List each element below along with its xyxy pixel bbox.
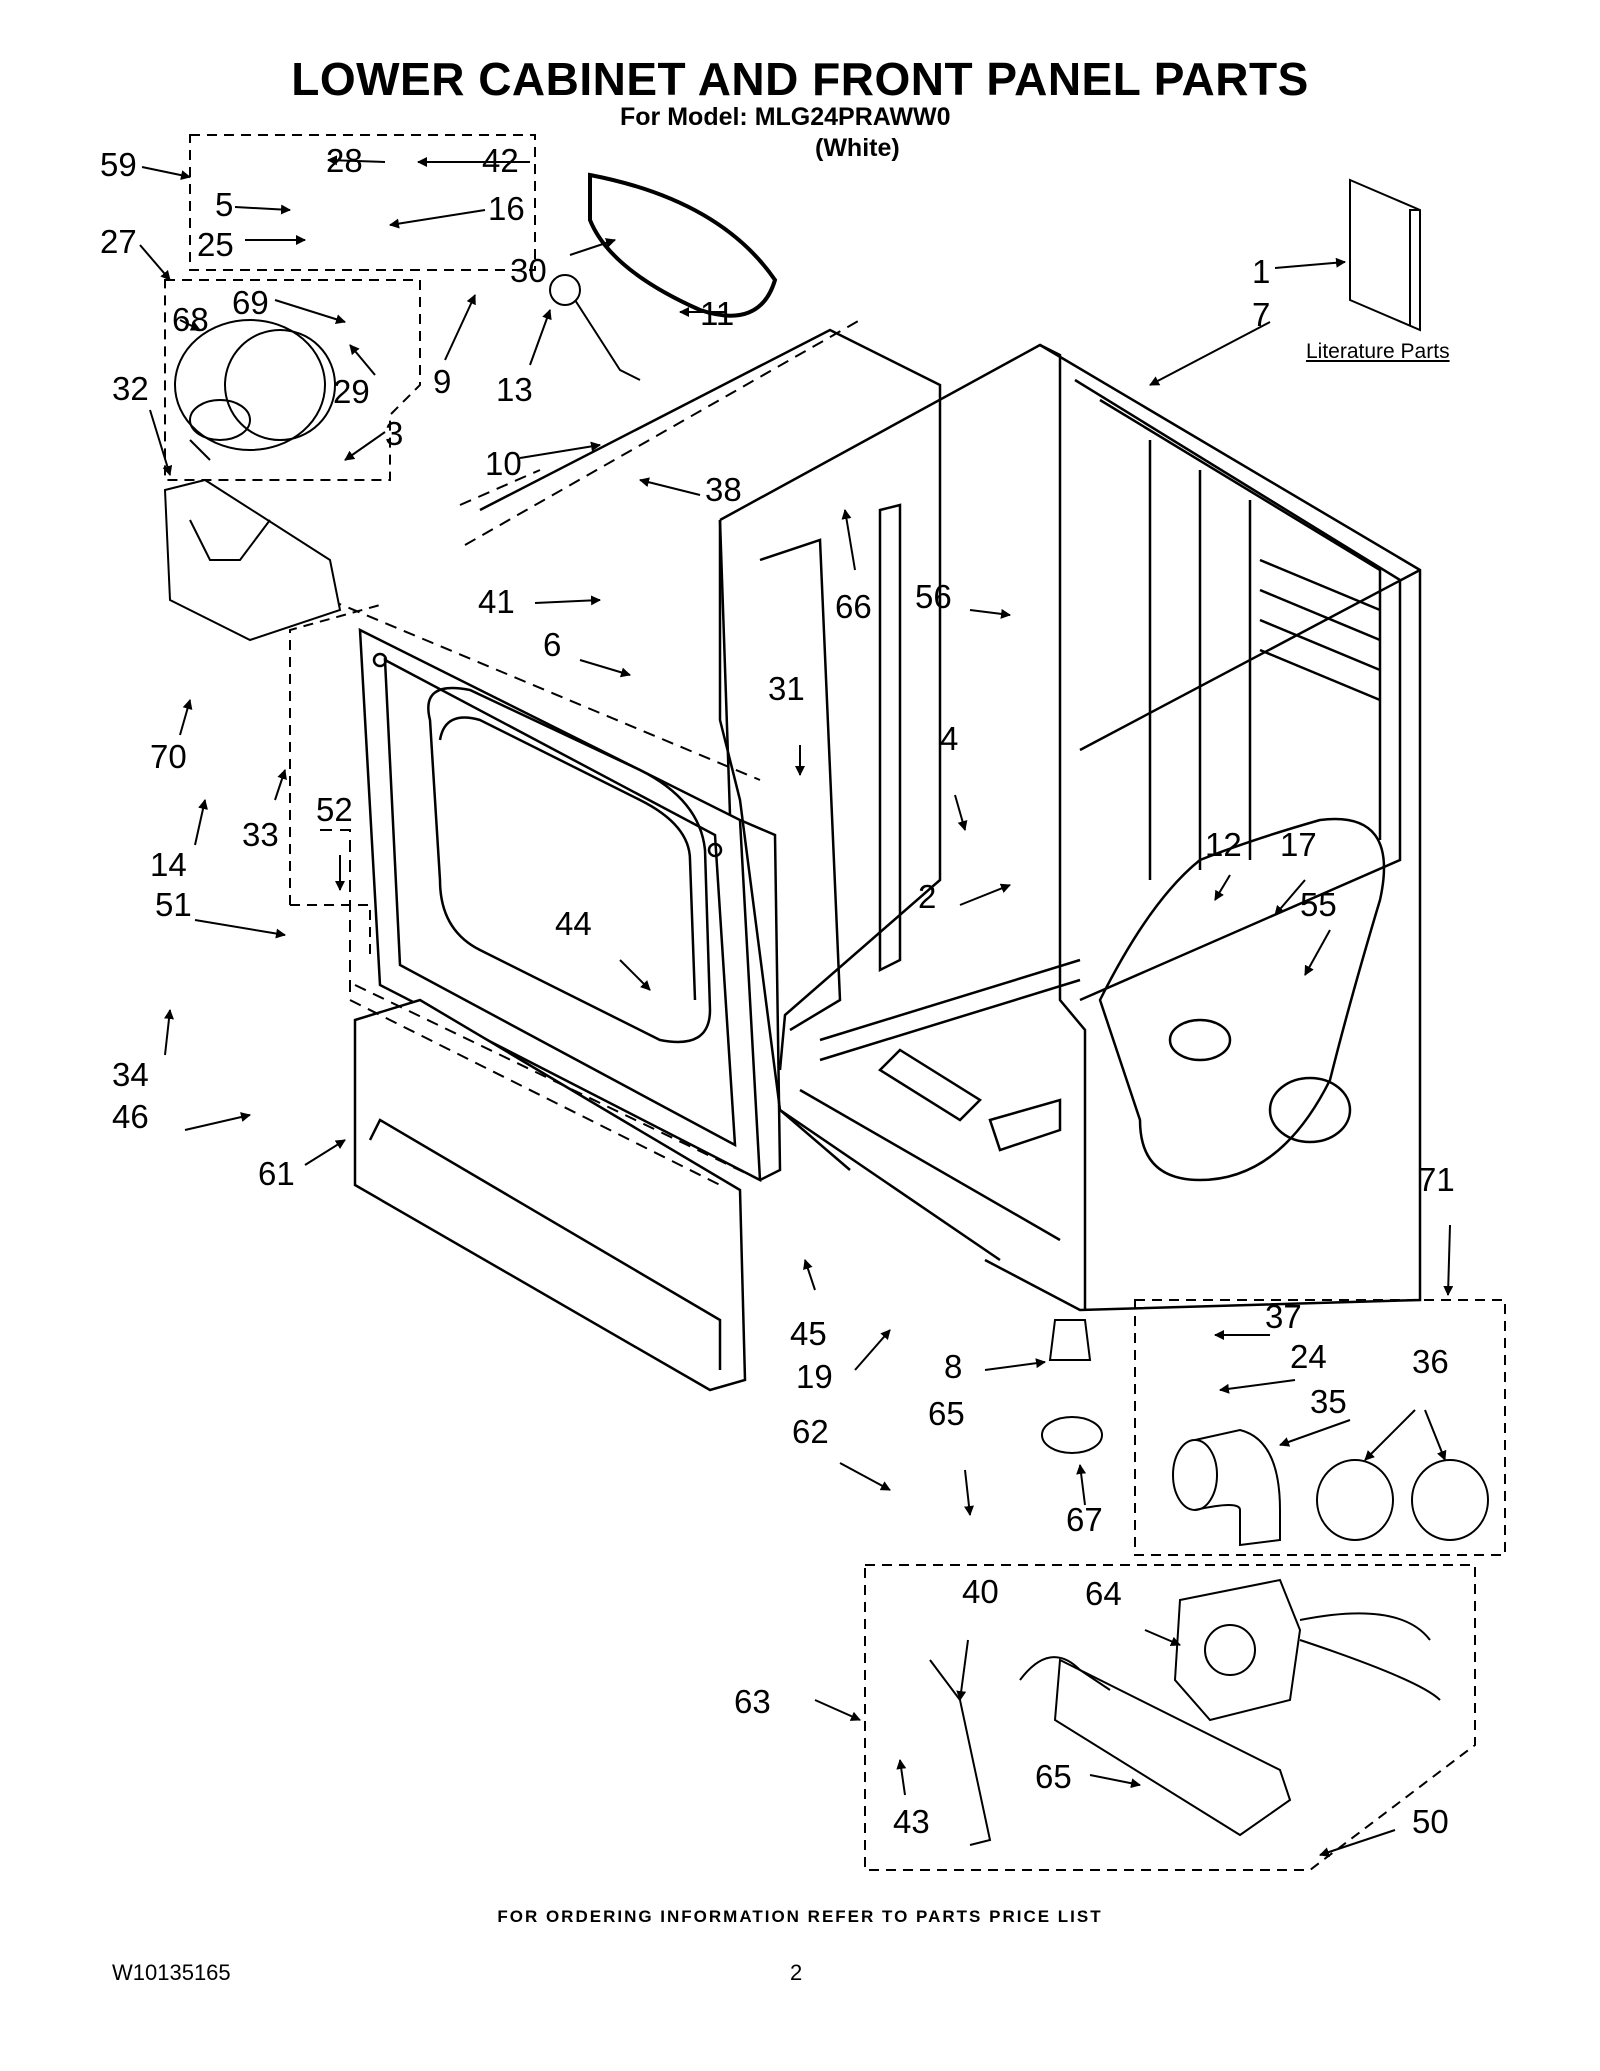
callout-45: 45	[790, 1315, 827, 1352]
callout-32: 32	[112, 370, 149, 407]
callout-69: 69	[232, 284, 269, 321]
leveling-foot	[1041, 1319, 1103, 1454]
callout-9: 9	[433, 363, 452, 400]
callout-14: 14	[150, 846, 187, 883]
callout-71: 71	[1418, 1161, 1455, 1198]
callout-34: 34	[112, 1056, 149, 1093]
callout-41: 41	[478, 583, 515, 620]
callout-51: 51	[155, 886, 192, 923]
assembly-guides	[320, 319, 861, 1186]
callout-43: 43	[893, 1803, 930, 1840]
callout-19: 19	[796, 1358, 833, 1395]
page-title: LOWER CABINET AND FRONT PANEL PARTS	[291, 53, 1309, 105]
callout-5: 5	[215, 186, 234, 223]
callout-35: 35	[1310, 1383, 1347, 1420]
exhaust-duct	[1172, 1428, 1281, 1547]
callout-1: 1	[1252, 253, 1271, 290]
color-line: (White)	[815, 134, 900, 162]
callout-64: 64	[1085, 1575, 1122, 1612]
callout-65-lower: 65	[1035, 1758, 1072, 1795]
callout-25: 25	[197, 226, 234, 263]
callout-46: 46	[112, 1098, 149, 1135]
drive-motor	[174, 319, 336, 461]
callout-50: 50	[1412, 1803, 1449, 1840]
callout-59: 59	[100, 146, 137, 183]
cabinet	[718, 343, 1422, 1312]
callout-6: 6	[543, 626, 562, 663]
callout-70: 70	[150, 738, 187, 775]
callout-24: 24	[1290, 1338, 1327, 1375]
callout-3: 3	[385, 415, 404, 452]
callout-65-upper: 65	[928, 1395, 965, 1432]
callout-36: 36	[1412, 1343, 1449, 1380]
callout-30: 30	[510, 252, 547, 289]
callout-61: 61	[258, 1155, 295, 1192]
callout-55: 55	[1300, 886, 1337, 923]
motor-mount	[163, 478, 342, 642]
drive-belt	[588, 172, 778, 318]
exhaust-covers	[1316, 1459, 1489, 1541]
callout-66: 66	[835, 588, 872, 625]
callout-38: 38	[705, 471, 742, 508]
callout-29: 29	[333, 373, 370, 410]
leader-lines	[139, 155, 1454, 1857]
callout-2: 2	[918, 878, 937, 915]
callout-56: 56	[915, 578, 952, 615]
literature-parts-label: Literature Parts	[1306, 340, 1450, 363]
front-panel	[358, 627, 782, 1183]
callout-42: 42	[482, 142, 519, 179]
gas-valve	[1173, 1578, 1441, 1722]
literature-parts-booklet	[1349, 178, 1421, 332]
callout-37: 37	[1265, 1298, 1302, 1335]
callout-67: 67	[1066, 1501, 1103, 1538]
model-line: For Model: MLG24PRAWW0	[620, 103, 951, 131]
burner-assembly	[929, 1656, 1292, 1846]
callout-12: 12	[1205, 826, 1242, 863]
callout-27: 27	[100, 223, 137, 260]
callout-52: 52	[316, 791, 353, 828]
callout-33: 33	[242, 816, 279, 853]
document-number: W10135165	[112, 1960, 231, 1985]
callout-63: 63	[734, 1683, 771, 1720]
callout-44: 44	[555, 905, 592, 942]
callout-40: 40	[962, 1573, 999, 1610]
callout-8: 8	[944, 1348, 963, 1385]
idler-arm	[549, 274, 641, 381]
callout-28: 28	[326, 142, 363, 179]
callout-13: 13	[496, 371, 533, 408]
page-number: 2	[790, 1960, 803, 1985]
ordering-note: FOR ORDERING INFORMATION REFER TO PARTS …	[497, 1907, 1103, 1926]
callout-68: 68	[172, 301, 209, 338]
callout-16: 16	[488, 190, 525, 227]
callout-17: 17	[1280, 826, 1317, 863]
callout-7: 7	[1252, 296, 1271, 333]
callout-31: 31	[768, 670, 805, 707]
callout-10: 10	[485, 445, 522, 482]
callout-4: 4	[940, 720, 959, 757]
callout-62: 62	[792, 1413, 829, 1450]
toe-kick	[353, 998, 747, 1392]
callout-11: 11	[700, 295, 735, 332]
